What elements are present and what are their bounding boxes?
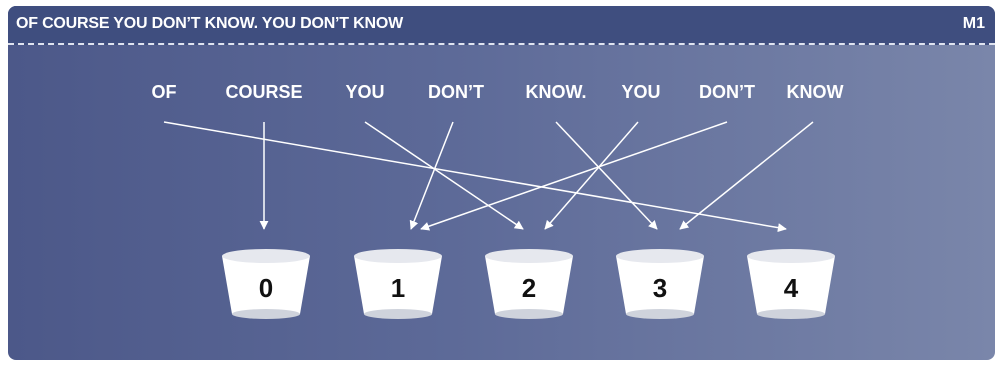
- bucket-2: 2: [485, 249, 573, 319]
- word-5: YOU: [621, 82, 661, 102]
- bucket-label-3: 3: [653, 273, 667, 303]
- bucket-label-2: 2: [522, 273, 536, 303]
- arrow-know-to-3: [555, 121, 658, 230]
- word-4: KNOW.: [525, 82, 587, 102]
- arrow-dont2-to-1: [420, 121, 728, 231]
- word-2: YOU: [345, 82, 385, 102]
- bucket-4: 4: [747, 249, 835, 319]
- word-0: OF: [151, 82, 177, 102]
- word-6: DON’T: [699, 82, 755, 102]
- bucket-3: 3: [616, 249, 704, 319]
- word-7: KNOW: [786, 82, 844, 102]
- word-1: COURSE: [225, 82, 303, 102]
- word-3: DON’T: [428, 82, 484, 102]
- bucket-label-4: 4: [784, 273, 799, 303]
- arrow-dont-to-1: [409, 121, 454, 230]
- arrow-you2-to-2: [544, 121, 639, 230]
- arrow-know2-to-3: [679, 121, 814, 230]
- bucket-0: 0: [222, 249, 310, 319]
- header-id: M1: [962, 15, 985, 32]
- arrow-of-to-4: [163, 121, 787, 233]
- header-bar: OF COURSE YOU DON’T KNOW. YOU DON’T KNOW…: [8, 6, 995, 45]
- bucket-label-1: 1: [391, 273, 405, 303]
- arrow-you-to-2: [364, 121, 524, 230]
- bucket-label-0: 0: [259, 273, 273, 303]
- bucket-1: 1: [354, 249, 442, 319]
- header-title: OF COURSE YOU DON’T KNOW. YOU DON’T KNOW: [16, 15, 403, 32]
